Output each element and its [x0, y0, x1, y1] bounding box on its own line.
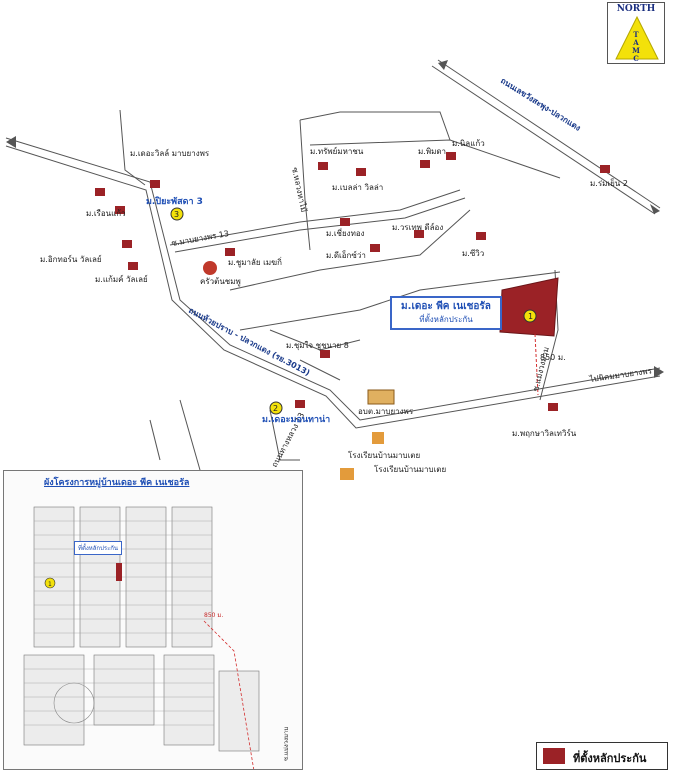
legend-label: ที่ตั้งหลักประกัน — [573, 752, 647, 765]
place-label: ม.เรือนแก้ว — [86, 209, 126, 218]
place-label: ม.ชุมใจ ชูชนาย 8 — [286, 341, 349, 351]
map-legend: ที่ตั้งหลักประกัน — [536, 742, 668, 770]
restaurant-icon — [203, 261, 217, 275]
inset-title: ผังโครงการหมู่บ้านเดอะ พีค เนเชอรัล — [44, 478, 190, 488]
marker-3-text: 3 — [174, 210, 179, 219]
inset-plan-drawing: 1 850 ม. ซ.แม่งวงมาม — [23, 506, 290, 769]
road-label-right-lower: ไปนิคมมาบยางพร — [588, 366, 653, 384]
marker-2[interactable]: 2 — [269, 401, 283, 415]
road-label-soi13: ซ.มาบยางพร 13 — [171, 229, 230, 248]
north-title: NORTH — [616, 4, 656, 14]
place-label: ม.ทรัพย์มหาชน — [310, 146, 364, 156]
legend-swatch — [543, 748, 565, 764]
place-label: ม.เชี่ยงทอง — [326, 227, 365, 238]
place-label: ม.อิกทอร์น วัลเลย์ — [40, 254, 102, 264]
north-code: T A M C — [632, 30, 640, 63]
inset-plan: ผังโครงการหมู่บ้านเดอะ พีค เนเชอรัล 1 85… — [3, 470, 303, 770]
place-label: ม.วรเทพ ดีล์อง — [392, 222, 443, 232]
place-label: ม.ปิยะพัสดา 3 — [146, 196, 203, 207]
road-label-top-right: ถนนเลขวังสะพุง-ปลวกแดง — [498, 76, 582, 134]
distance-line — [534, 333, 539, 396]
place-label: โรงเรียนบ้านมาบเตย — [348, 450, 420, 460]
school-icon — [372, 432, 384, 444]
road-label-mid-vertical: ซ.หลวงหาไม้ — [290, 167, 308, 213]
place-label: โรงเรียนบ้านมาบเตย — [374, 464, 446, 474]
place-label: ม.พิมดา — [418, 147, 446, 156]
site-callout-title: ม.เดอะ พีค เนเชอรัล — [401, 301, 491, 312]
school-icon-2 — [340, 468, 354, 480]
place-label: ม.พฤกษาวิลเทวิร์น — [512, 428, 577, 438]
inset-distance: 850 ม. — [204, 612, 223, 619]
place-label: อบต.มาบยางพร — [358, 407, 414, 416]
site-callout[interactable]: ม.เดอะ พีค เนเชอรัล ที่ตั้งหลักประกัน — [390, 296, 502, 330]
marker-2-text: 2 — [273, 404, 278, 413]
inset-site — [116, 563, 122, 581]
distance-label: 850 ม. — [540, 353, 566, 362]
place-label: ม.เบลล่า วิลล่า — [332, 183, 383, 192]
place-label: ม.ดีเอ็กซ์ว่า — [326, 250, 366, 260]
place-icons — [95, 152, 610, 411]
marker-1[interactable]: 1 — [523, 309, 537, 323]
site-area[interactable] — [499, 277, 559, 337]
place-label: ม.ร่มเย็น 2 — [590, 178, 628, 188]
inset-road-label: ซ.แม่งวงมาม — [283, 727, 290, 761]
marker-3[interactable]: 3 — [170, 207, 184, 221]
place-label: ม.แก้มค์ วัลเลย์ — [95, 274, 148, 284]
place-label: ม.เดอะวิลล์ มาบยางพร — [130, 148, 210, 158]
marker-1-text: 1 — [528, 312, 533, 321]
place-labels: ม.เดอะวิลล์ มาบยางพร ม.ปิยะพัสดา 3 ม.เรื… — [40, 139, 628, 474]
office-building-icon — [367, 389, 395, 405]
place-label: ม.ซีวิว — [462, 249, 484, 258]
place-label: ม.ชูมาลัย เมฆกิ่ — [228, 256, 282, 268]
inset-note: ที่ตั้งหลักประกัน — [74, 541, 123, 555]
site-callout-subtitle: ที่ตั้งหลักประกัน — [419, 315, 473, 324]
top-right-road — [431, 59, 661, 215]
north-arrow-icon — [615, 15, 659, 60]
road-arrows — [6, 60, 664, 378]
place-label: ม.นิลแก้ว — [452, 139, 485, 148]
inset-marker-text: 1 — [48, 581, 52, 588]
inset-marker — [44, 577, 56, 589]
place-label: ม.เดอะมอนทาน่า — [262, 414, 330, 425]
place-label: ครัวต้นชมพู — [200, 277, 241, 287]
north-indicator: NORTH T A M C — [607, 2, 665, 64]
road-network — [119, 109, 561, 471]
